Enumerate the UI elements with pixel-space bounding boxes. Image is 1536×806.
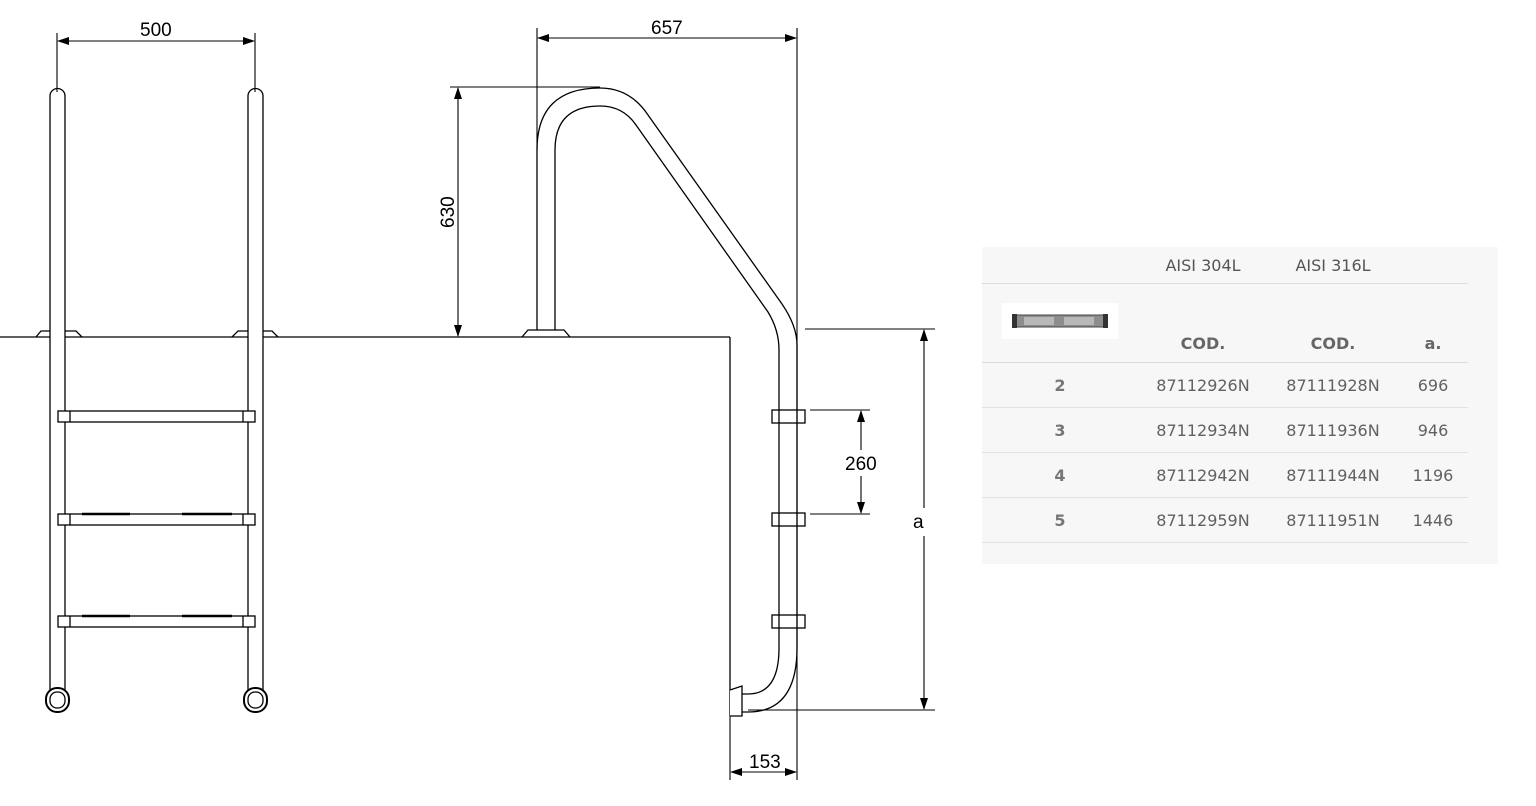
dim-offset-label: 153 xyxy=(749,752,781,773)
side-step-1 xyxy=(771,409,806,424)
left-rail-foot xyxy=(45,687,70,713)
material-header-316l: AISI 316L xyxy=(1295,255,1371,275)
side-view xyxy=(450,28,935,780)
a-cell: 1196 xyxy=(1398,452,1468,498)
table-row: 2 87112926N 87111928N 696 xyxy=(982,362,1468,408)
header-blank-cell xyxy=(982,247,1138,284)
front-step-3 xyxy=(57,614,256,628)
a-cell: 1446 xyxy=(1398,497,1468,543)
front-step-2 xyxy=(57,512,256,526)
steps-cell: 4 xyxy=(982,452,1138,498)
cod-304l-cell: 87112934N xyxy=(1138,407,1268,453)
cod-304l-cell: 87112926N xyxy=(1138,362,1268,408)
col-header-cod-316l: COD. xyxy=(1268,283,1398,363)
table-row: 4 87112942N 87111944N 1196 xyxy=(982,452,1468,498)
handrail-outer xyxy=(536,87,798,713)
header-empty-cell xyxy=(1398,247,1468,284)
handrail-inner xyxy=(554,105,780,695)
cod-316l-cell: 87111944N xyxy=(1268,452,1398,498)
left-rail xyxy=(49,87,66,693)
right-anchor xyxy=(231,330,279,338)
material-header-304l: AISI 304L xyxy=(1165,255,1241,275)
cod-316l-cell: 87111936N xyxy=(1268,407,1398,453)
a-cell: 696 xyxy=(1398,362,1468,408)
step-thumbnail-cell xyxy=(982,283,1138,363)
ladder-step-icon xyxy=(1002,303,1118,339)
front-view xyxy=(0,33,730,713)
spec-table: AISI 304L AISI 316L COD. COD. a. 2 xyxy=(982,247,1468,543)
cod-304l-cell: 87112959N xyxy=(1138,497,1268,543)
material-header-row: AISI 304L AISI 316L xyxy=(982,247,1468,284)
right-rail-foot xyxy=(243,687,268,713)
dim-depth-label: a xyxy=(913,512,924,533)
side-step-3 xyxy=(771,614,806,629)
steps-cell: 3 xyxy=(982,407,1138,453)
steps-cell: 5 xyxy=(982,497,1138,543)
col-header-cod-304l: COD. xyxy=(1138,283,1268,363)
side-step-2 xyxy=(771,512,806,527)
table-row: 3 87112934N 87111936N 946 xyxy=(982,407,1468,453)
cod-316l-cell: 87111928N xyxy=(1268,362,1398,408)
dim-width-label: 500 xyxy=(140,20,172,41)
table-row: 5 87112959N 87111951N 1446 xyxy=(982,497,1468,543)
cod-304l-cell: 87112942N xyxy=(1138,452,1268,498)
spec-table-panel: AISI 304L AISI 316L COD. COD. a. 2 xyxy=(982,247,1498,564)
right-rail xyxy=(247,87,264,693)
col-header-a: a. xyxy=(1398,283,1468,363)
a-cell: 946 xyxy=(1398,407,1468,453)
dim-height-label: 630 xyxy=(438,196,459,228)
wall-foot xyxy=(729,685,743,717)
cod-316l-cell: 87111951N xyxy=(1268,497,1398,543)
left-anchor xyxy=(35,330,83,338)
ladder-technical-drawing: 500 xyxy=(0,18,935,780)
steps-cell: 2 xyxy=(982,362,1138,408)
dim-step-spacing-label: 260 xyxy=(845,454,877,475)
handrail-base xyxy=(521,329,571,338)
front-step-1 xyxy=(57,410,256,423)
dim-overhang-label: 657 xyxy=(651,18,683,39)
column-header-row: COD. COD. a. xyxy=(982,283,1468,363)
